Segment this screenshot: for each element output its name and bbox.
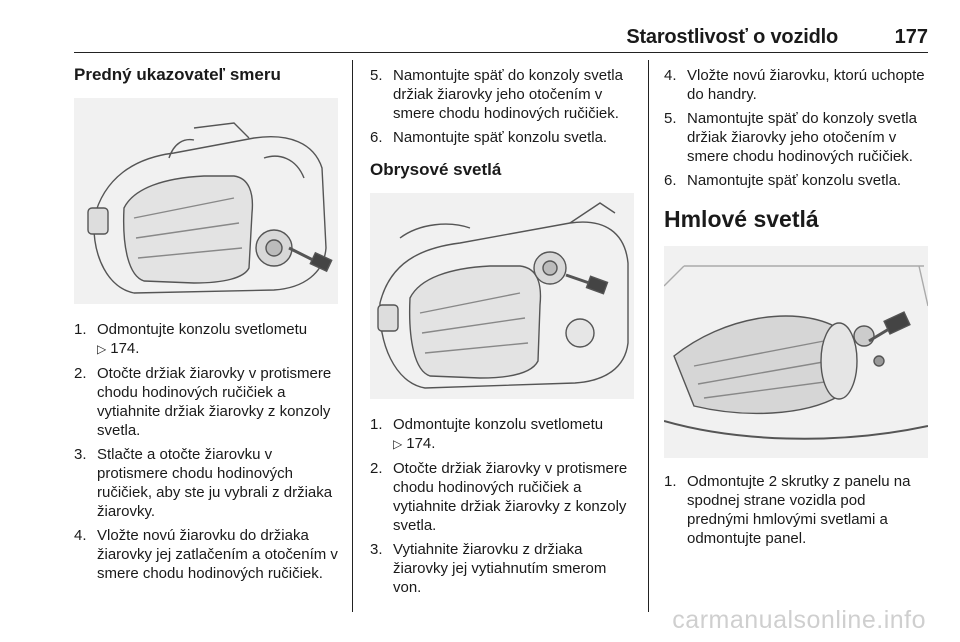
header-divider [74, 52, 928, 53]
section-title-parking-lights: Obrysové svetlá [370, 160, 502, 179]
reference-arrow-icon: ▷ [97, 342, 107, 356]
step-item: 6. Namontujte späť konzolu svetla. [370, 129, 608, 146]
headlamp-drawing [377, 202, 629, 389]
step-item: 1. Odmontujte konzolu svetlometu ▷174. [74, 320, 342, 359]
page-header: Starostlivosť o vozidlo 177 [0, 26, 928, 52]
column-divider-1 [352, 60, 353, 612]
front-indicator-steps-continued: 5. Namontujte späť do konzoly svetla drž… [370, 66, 638, 147]
parking-lights-steps-continued: 4. Vložte novú žiarovku, ktorú uchopte d… [664, 66, 930, 190]
section-title-front-indicator: Predný ukazovateľ smeru [74, 65, 281, 84]
page-title: Starostlivosť o vozidlo [626, 26, 838, 48]
step-item: 4. Vložte novú žiarovku, ktorú uchopte d… [664, 67, 925, 103]
watermark: carmanualsonline.info [672, 606, 926, 634]
section-title-fog-lights: Hmlové svetlá [664, 206, 819, 232]
step-item: 3. Vytiahnite žiarovku z držiaka žiarovk… [370, 541, 607, 596]
column-2: 5. Namontujte späť do konzoly svetla drž… [370, 66, 638, 602]
step-item: 2. Otočte držiak žiarovky v protismere c… [74, 365, 332, 439]
column-divider-2 [648, 60, 649, 612]
front-indicator-steps: 1. Odmontujte konzolu svetlometu ▷174. 2… [74, 320, 342, 583]
column-3: 4. Vložte novú žiarovku, ktorú uchopte d… [664, 66, 930, 553]
step-item: 5. Namontujte späť do konzoly svetla drž… [370, 67, 623, 122]
step-item: 2. Otočte držiak žiarovky v protismere c… [370, 460, 628, 534]
fog-lights-illustration [664, 246, 928, 458]
front-indicator-illustration [74, 98, 338, 304]
step-item: 3. Stlačte a otočte žiarovku v protismer… [74, 446, 333, 520]
headlamp-drawing [87, 122, 333, 294]
page-number: 177 [894, 26, 928, 48]
step-item: 1. Odmontujte 2 skrutky z panelu na spod… [664, 473, 911, 547]
parking-lights-illustration [370, 193, 634, 399]
reference-arrow-icon: ▷ [393, 437, 403, 451]
parking-lights-steps: 1. Odmontujte konzolu svetlometu ▷174. 2… [370, 415, 638, 597]
step-item: 1. Odmontujte konzolu svetlometu ▷174. [370, 415, 638, 454]
step-item: 4. Vložte novú žiarovku do držiaka žiaro… [74, 527, 338, 582]
fog-lamp-drawing [664, 265, 928, 440]
column-1: Predný ukazovateľ smeru 1. Odmontujte ko… [74, 64, 342, 588]
step-item: 6. Namontujte späť konzolu svetla. [664, 172, 902, 189]
fog-lights-steps: 1. Odmontujte 2 skrutky z panelu na spod… [664, 472, 930, 548]
page-reference[interactable]: ▷174. [97, 340, 140, 357]
page-reference[interactable]: ▷174. [393, 435, 436, 452]
step-item: 5. Namontujte späť do konzoly svetla drž… [664, 110, 917, 165]
